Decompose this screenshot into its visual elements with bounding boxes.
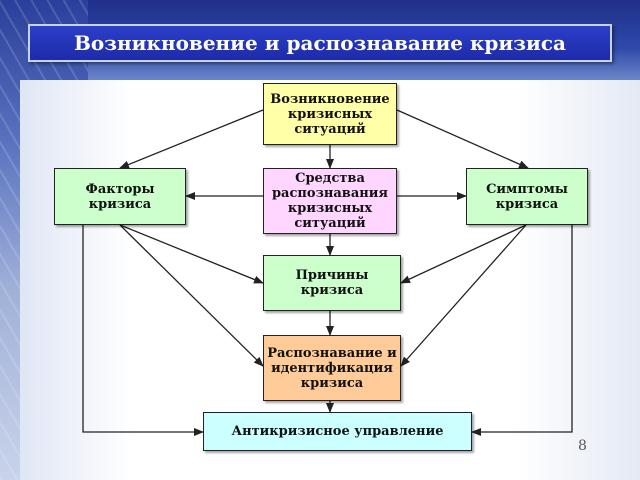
- edge-symptoms-causes: [400, 224, 527, 284]
- node-crisis-factors: Факторы кризиса: [54, 168, 186, 225]
- slide-title: Возникновение и распознавание кризиса: [74, 31, 566, 55]
- node-crisis-symptoms-label: Симптомы кризиса: [486, 181, 568, 212]
- edge-factors-management: [82, 225, 204, 436]
- node-crisis-causes-label: Причины кризиса: [295, 268, 369, 298]
- edge-symptoms-recognition: [400, 224, 527, 367]
- title-bar: Возникновение и распознавание кризиса: [28, 24, 612, 62]
- node-crisis-origin-label: Возникновение кризисных ситуаций: [270, 91, 390, 137]
- edge-origin-symptoms: [396, 109, 529, 169]
- edge-factors-recognition: [119, 224, 264, 367]
- node-recognition-means-label: Средства распознавания кризисных ситуаци…: [271, 171, 389, 231]
- node-recognition-means: Средства распознавания кризисных ситуаци…: [263, 168, 397, 234]
- node-crisis-symptoms: Симптомы кризиса: [466, 168, 588, 225]
- node-crisis-origin: Возникновение кризисных ситуаций: [263, 83, 397, 145]
- edge-factors-causes: [119, 224, 264, 284]
- node-crisis-management: Антикризисное управление: [203, 412, 472, 451]
- edge-symptoms-management: [471, 225, 573, 436]
- node-crisis-causes: Причины кризиса: [263, 255, 401, 311]
- node-crisis-factors-label: Факторы кризиса: [85, 181, 155, 212]
- page-number: 8: [578, 438, 587, 454]
- edge-origin-factors: [119, 109, 264, 169]
- node-crisis-management-label: Антикризисное управление: [231, 424, 444, 439]
- node-crisis-recognition-label: Распознавание и идентификация кризиса: [267, 345, 397, 391]
- node-crisis-recognition: Распознавание и идентификация кризиса: [263, 335, 401, 401]
